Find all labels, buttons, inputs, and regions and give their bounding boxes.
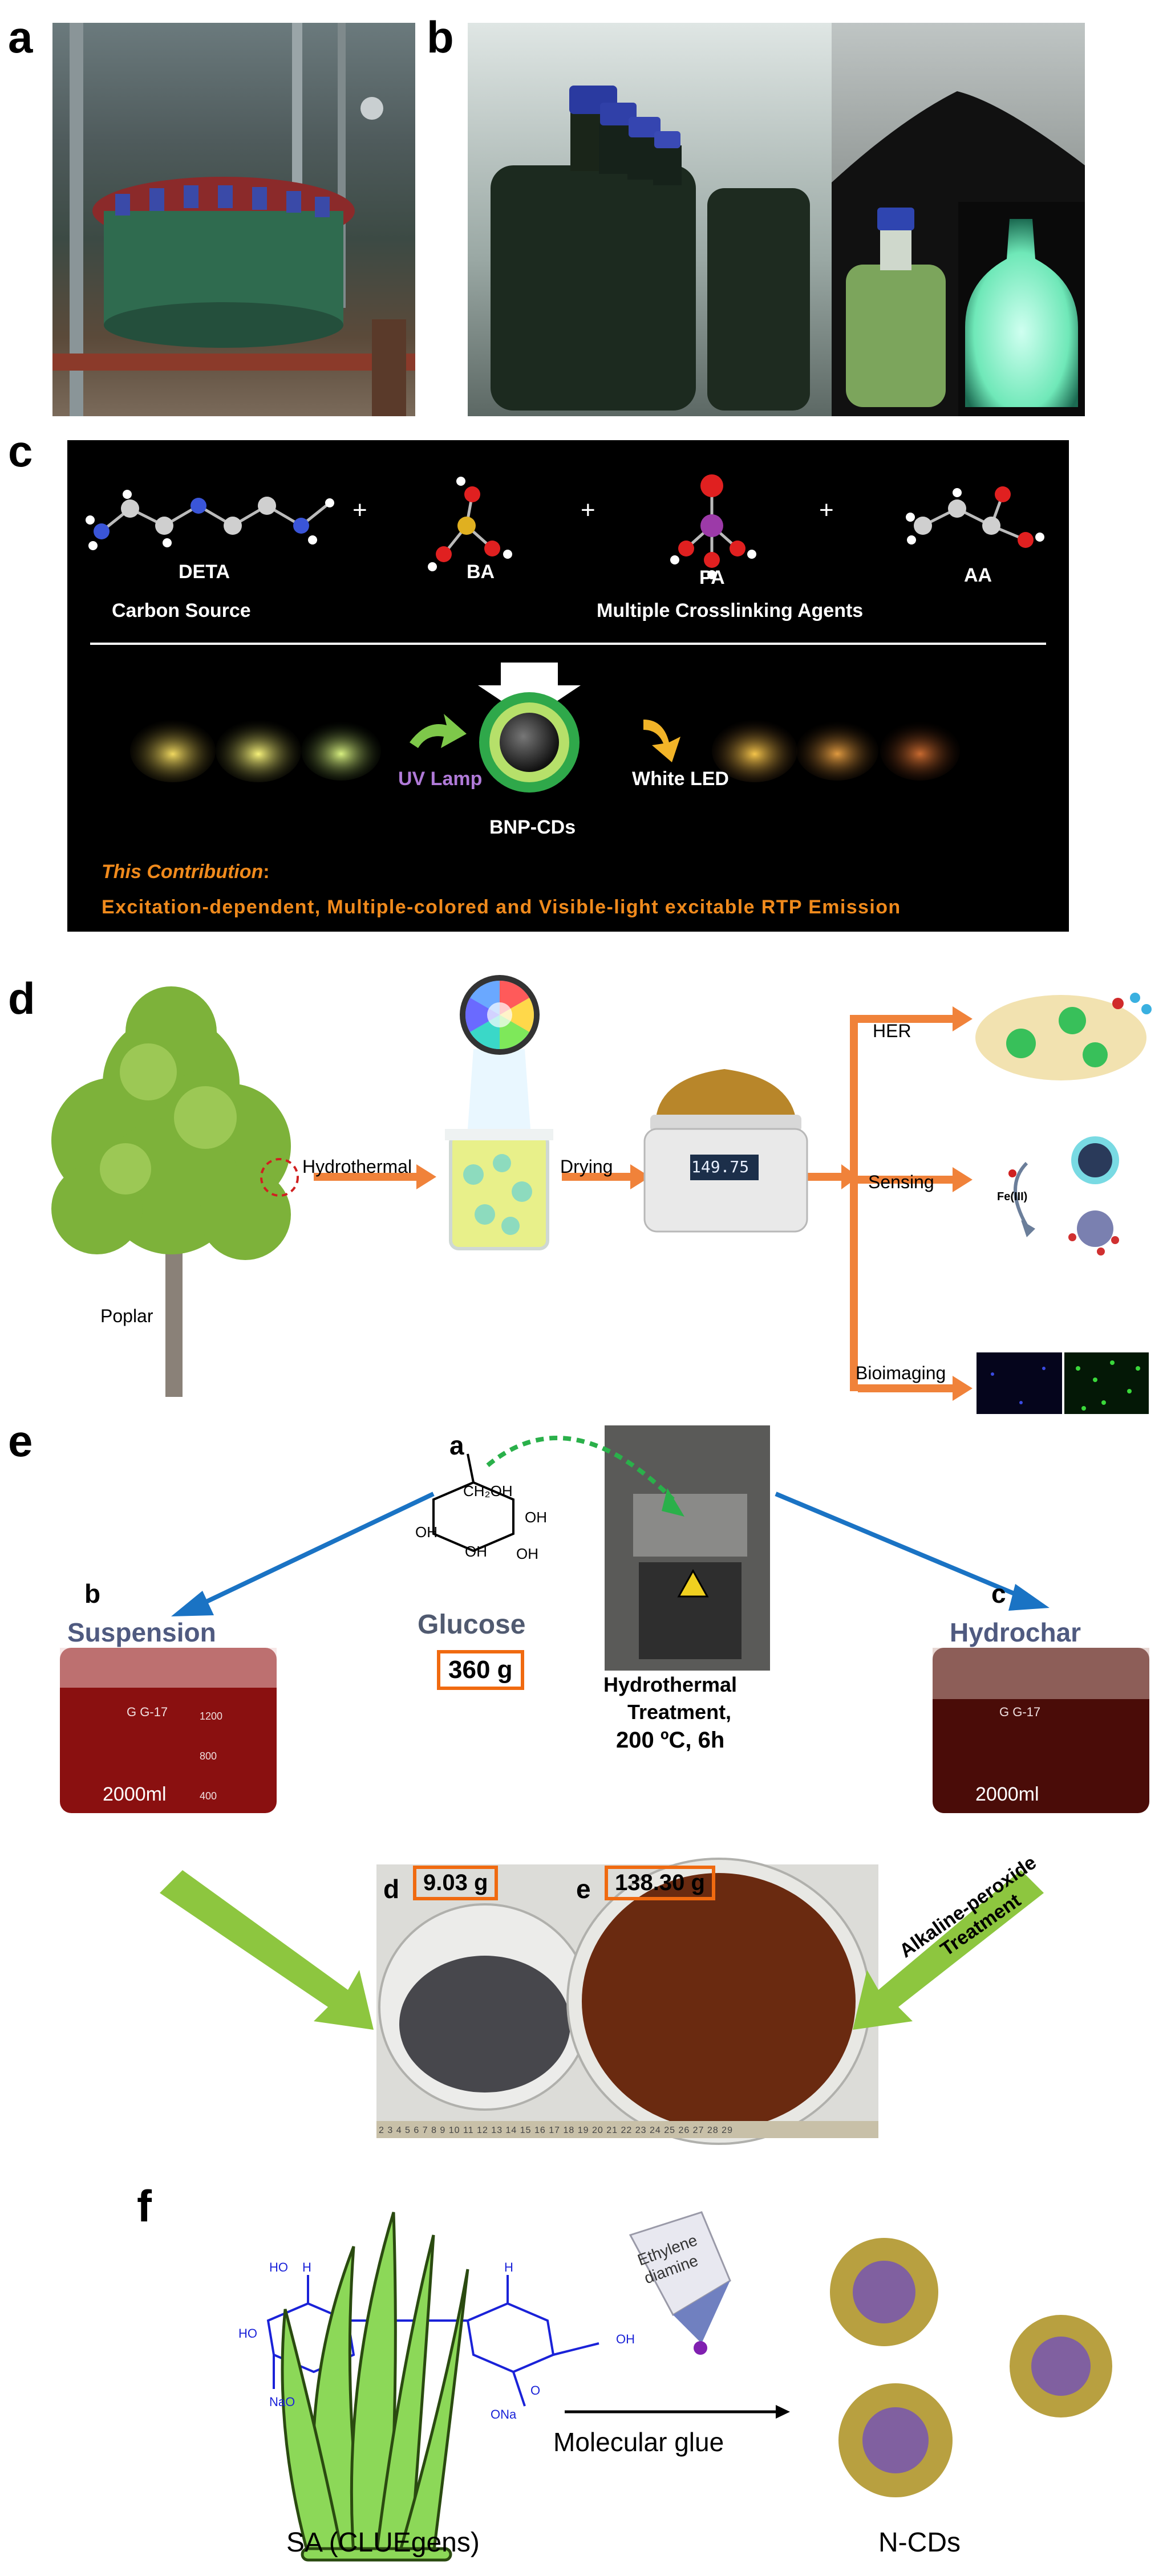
reagent-molecules (86, 474, 1044, 579)
mass-e: 138.30 g (605, 1866, 715, 1900)
beaker-volume: 2000ml (103, 1783, 167, 1805)
hydrothermal-label: Hydrothermal (302, 1156, 412, 1177)
struct-h: H (504, 2260, 513, 2274)
hydrothermal-line2: Treatment, (627, 1700, 732, 1724)
mass-d: 9.03 g (413, 1866, 499, 1900)
bottles-photo (468, 23, 832, 416)
glucose-mass: 360 g (437, 1650, 524, 1690)
struct-oh: OH (616, 2332, 635, 2346)
panel-a-letter: a (8, 12, 33, 62)
oh-label: OH (525, 1509, 547, 1526)
beaker-mark: 1200 (200, 1710, 223, 1722)
crosslinking-label: Multiple Crosslinking Agents (597, 600, 864, 621)
reactor-photo (52, 23, 415, 416)
panel-d-graphics (51, 975, 1152, 1414)
product-graphics (130, 663, 960, 793)
reagent-pa: PA (699, 567, 725, 588)
ncds-label: N-CDs (878, 2528, 961, 2558)
white-led-label: White LED (632, 768, 729, 790)
oh-label: OH (516, 1545, 538, 1562)
panel-d-letter: d (8, 973, 35, 1023)
beaker-volume: 2000ml (975, 1783, 1039, 1805)
sub-c: c (991, 1579, 1006, 1608)
sub-d: d (383, 1874, 400, 1904)
struct-ona: ONa (491, 2407, 517, 2421)
panel-e-graphics (60, 1425, 1149, 2145)
carbon-source-label: Carbon Source (112, 600, 251, 621)
her-label: HER (873, 1021, 911, 1041)
uv-lamp-label: UV Lamp (398, 768, 483, 790)
molecular-glue-label: Molecular glue (553, 2427, 724, 2457)
poplar-label: Poplar (100, 1306, 153, 1326)
fe-label: Fe(III) (997, 1191, 1028, 1203)
struct-ho: HO (269, 2260, 288, 2274)
plus-sign: + (352, 496, 367, 524)
oh-label: OH (465, 1543, 487, 1560)
ch2oh-label: CH₂OH (463, 1482, 513, 1500)
panel-c-letter: c (8, 426, 33, 476)
contribution-title: This Contribution: (102, 861, 270, 883)
struct-o: O (530, 2383, 541, 2398)
panel-f-letter: f (137, 2181, 152, 2231)
sensing-label: Sensing (868, 1172, 934, 1192)
divider (90, 643, 1046, 645)
beaker-brand: G G-17 (127, 1705, 168, 1719)
contribution-text: Excitation-dependent, Multiple-colored a… (102, 896, 901, 918)
drying-label: Drying (560, 1156, 613, 1177)
panel-f-graphics (266, 2211, 1112, 2562)
struct-h: H (302, 2260, 311, 2274)
panel-c-box: + + + DETA BA PA AA Carbon Source Multip… (67, 440, 1069, 932)
sub-a: a (449, 1431, 464, 1460)
sa-label: SA (CLUEgens) (286, 2528, 480, 2558)
reagent-deta: DETA (179, 561, 230, 583)
beaker-mark: 800 (200, 1750, 217, 1762)
bnp-cds-label: BNP-CDs (489, 816, 576, 838)
hydrothermal-line3: 200 ºC, 6h (616, 1728, 725, 1753)
panel-e-letter: e (8, 1416, 33, 1466)
reagent-ba: BA (467, 561, 495, 583)
plus-sign: + (819, 496, 834, 524)
reagent-aa: AA (964, 564, 992, 586)
oh-label: OH (415, 1523, 437, 1541)
struct-nao: NaO (269, 2395, 295, 2409)
powder-photo (832, 23, 1085, 202)
bottle-uv-photo (958, 202, 1085, 416)
suspension-label: Suspension (67, 1618, 216, 1647)
beaker-brand: G G-17 (999, 1705, 1041, 1719)
ruler-scale: 2 3 4 5 6 7 8 9 10 11 12 13 14 15 16 17 … (379, 2126, 733, 2135)
scale-readout: 149.75 (691, 1157, 749, 1176)
panel-b-letter: b (427, 12, 454, 62)
glucose-title: Glucose (418, 1610, 526, 1640)
struct-ho: HO (238, 2326, 257, 2341)
hydrochar-label: Hydrochar (950, 1618, 1081, 1647)
hydrothermal-line1: Hydrothermal (603, 1673, 738, 1696)
bottle-daylight-photo (832, 202, 958, 416)
bioimaging-label: Bioimaging (856, 1363, 946, 1383)
sub-b: b (84, 1579, 101, 1608)
beaker-mark: 400 (200, 1790, 217, 1802)
plus-sign: + (581, 496, 595, 524)
sub-e: e (576, 1874, 591, 1904)
